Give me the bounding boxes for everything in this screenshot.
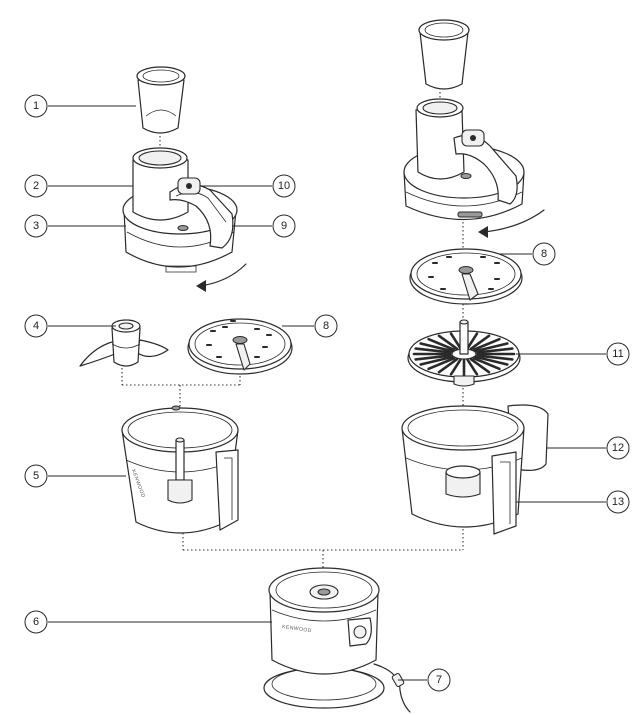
motor-base: KENWOOD xyxy=(263,567,411,713)
extractor-disc xyxy=(407,319,521,387)
callout-2: 2 xyxy=(24,174,48,198)
callout-12: 12 xyxy=(606,436,630,460)
callout-number: 10 xyxy=(278,180,290,192)
callout-number: 12 xyxy=(612,442,624,454)
callout-number: 5 xyxy=(33,470,39,482)
callout-circle xyxy=(314,314,338,338)
callout-circle xyxy=(427,668,451,692)
callout-number: 9 xyxy=(281,220,287,232)
large-bowl xyxy=(401,404,549,535)
callout-number: 8 xyxy=(541,248,547,260)
callout-6: 6 xyxy=(24,610,48,634)
knife-blade xyxy=(79,319,169,367)
callout-number: 3 xyxy=(33,220,39,232)
callout-number: 4 xyxy=(33,320,39,332)
callout-4: 4 xyxy=(24,314,48,338)
left-slicing-disc xyxy=(187,318,293,375)
callout-circle xyxy=(532,242,556,266)
callout-circle xyxy=(606,342,630,366)
callout-5: 5 xyxy=(24,464,48,488)
callout-number: 8 xyxy=(323,320,329,332)
large-pusher xyxy=(418,19,470,90)
callout-circle xyxy=(606,436,630,460)
callout-number: 6 xyxy=(33,616,39,628)
callout-11: 11 xyxy=(606,342,630,366)
callout-circle xyxy=(24,314,48,338)
callout-circle xyxy=(24,610,48,634)
small-bowl: KENWOOD xyxy=(121,405,239,534)
callout-circle xyxy=(24,94,48,118)
callout-circle xyxy=(24,464,48,488)
callout-circle xyxy=(272,174,296,198)
right-lid xyxy=(403,98,545,238)
callout-circle xyxy=(24,214,48,238)
left-lid xyxy=(122,147,247,292)
callout-1: 1 xyxy=(24,94,48,118)
right-slicing-disc xyxy=(409,248,523,305)
callout-10: 10 xyxy=(272,174,296,198)
callout-circle xyxy=(272,214,296,238)
callout-13: 13 xyxy=(606,490,630,514)
callout-9: 9 xyxy=(272,214,296,238)
callout-circle xyxy=(606,490,630,514)
callout-number: 7 xyxy=(436,674,442,686)
callout-8: 8 xyxy=(314,314,338,338)
base-brand-text: KENWOOD xyxy=(282,624,312,634)
callout-circle xyxy=(24,174,48,198)
callout-number: 11 xyxy=(612,348,623,360)
callout-leaders xyxy=(48,105,606,681)
callout-7: 7 xyxy=(427,668,451,692)
callout-number: 2 xyxy=(33,180,39,192)
callout-number: 1 xyxy=(33,100,39,112)
callout-number: 13 xyxy=(612,496,624,508)
small-pusher xyxy=(136,66,186,134)
callout-8: 8 xyxy=(532,242,556,266)
callout-3: 3 xyxy=(24,214,48,238)
